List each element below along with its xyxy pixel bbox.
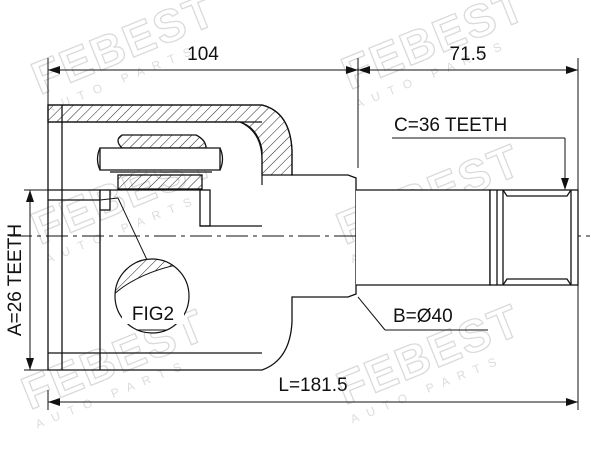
dimension-shaft-diameter: B=Ø40 (393, 306, 453, 327)
dimension-length-left: 104 (187, 44, 219, 65)
fig2-label: FIG2 (132, 304, 174, 325)
roller-assembly (96, 134, 262, 227)
shaft-teeth-arrow (561, 178, 569, 190)
fig2-leader (99, 197, 149, 263)
spline-shaft (356, 189, 579, 286)
dimension-total-length: L=181.5 (278, 375, 347, 396)
dimension-length-right: 71.5 (450, 44, 487, 65)
shaft-teeth-leader (392, 137, 566, 180)
diameter-leader (357, 296, 488, 331)
dimension-shaft-teeth: C=36 TEETH (394, 115, 507, 136)
dimension-lines (24, 58, 579, 410)
dimension-arrows (26, 66, 578, 406)
dimension-inner-teeth: A=26 TEETH (5, 224, 26, 336)
housing-inner-wall (239, 121, 263, 185)
fig2-detail: FIG2 (114, 258, 190, 334)
